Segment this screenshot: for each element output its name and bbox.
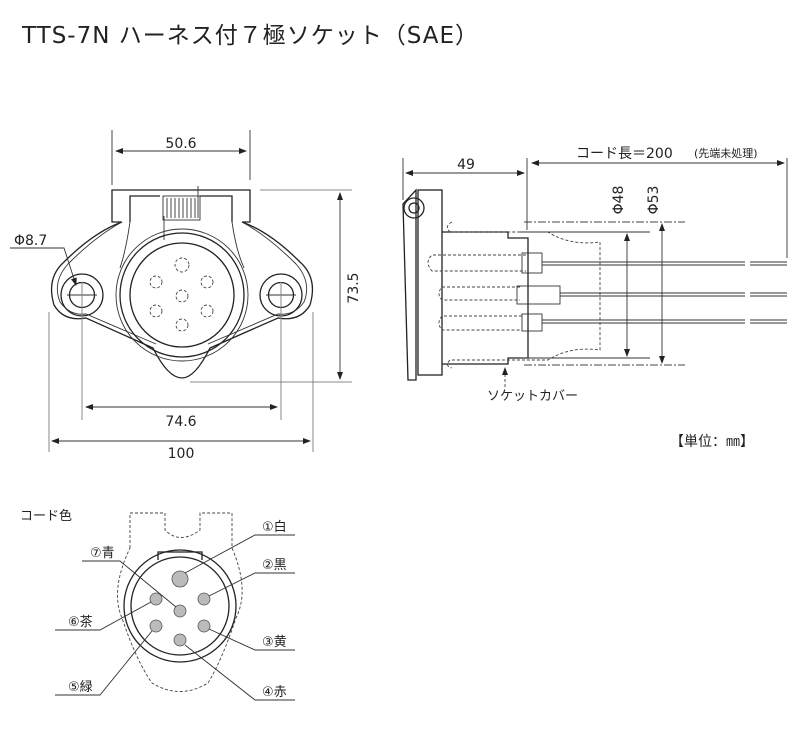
dim-depth: 49 (457, 157, 475, 173)
wiring-heading: コード色 (20, 508, 72, 524)
cord-note: (先端未処理) (694, 147, 758, 160)
cord-bottom (438, 313, 787, 332)
dim-overall-width: 100 (168, 446, 195, 462)
pin-label-7: ⑦青 (90, 546, 115, 561)
pin-label-3: ③黄 (262, 635, 287, 650)
dim-diameter-53: Φ53 (646, 186, 662, 215)
page-title: TTS-7N ハーネス付７極ソケット（SAE） (22, 23, 480, 49)
pin-label-4: ④赤 (262, 685, 287, 700)
dim-diameter-48: Φ48 (611, 186, 627, 215)
dim-height: 73.5 (346, 272, 362, 303)
mounting-hole-right (259, 273, 303, 420)
wiring-diagram: コード色 ①白 ②黒 ③黄 ④赤 ⑤緑 ⑥茶 ⑦青 (20, 508, 295, 701)
cord-top (427, 252, 787, 274)
pin-label-1: ①白 (262, 519, 287, 535)
unit-label: 【単位：㎜】 (670, 434, 754, 450)
pin-positions (149, 257, 214, 332)
dim-hole-diameter: Φ8.7 (14, 233, 47, 249)
side-view: 49 コード長＝200 (先端未処理) Φ48 Φ53 ソケットカバー (402, 146, 788, 404)
dim-hole-pitch: 74.6 (165, 414, 196, 430)
socket-cover-label: ソケットカバー (487, 389, 578, 404)
dim-width-top: 50.6 (165, 136, 196, 152)
cord-middle (438, 285, 787, 305)
pin-label-6: ⑥茶 (68, 614, 93, 630)
cord-length-label: コード長＝200 (576, 146, 673, 162)
pin-dots (149, 570, 211, 647)
front-view: 50.6 73.5 74.6 100 Φ8.7 (10, 130, 362, 462)
pin-label-5: ⑤緑 (68, 680, 93, 695)
pin-label-2: ②黒 (262, 558, 287, 573)
spring-icon (162, 186, 201, 240)
mounting-hole-left (60, 273, 104, 420)
